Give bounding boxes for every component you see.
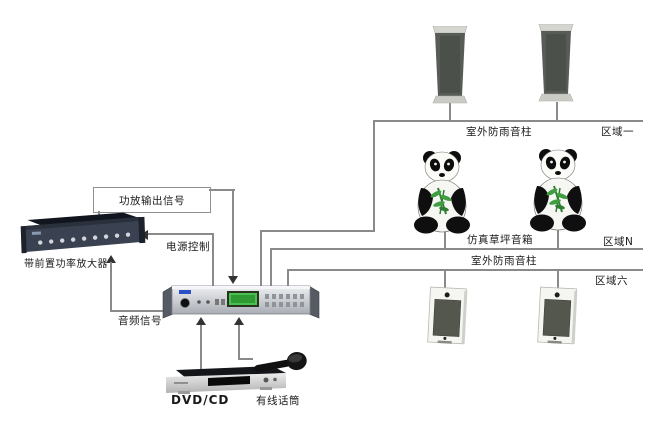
wire-segment (110, 262, 112, 312)
wire-segment (557, 269, 559, 289)
wire-segment (238, 325, 240, 360)
wire-segment (212, 233, 214, 286)
arrowhead-up-icon (234, 317, 244, 325)
wire-segment (373, 120, 375, 232)
wire-segment (556, 102, 558, 122)
wire-segment (270, 248, 272, 287)
column-speaker-top-label: 室外防雨音柱 (466, 126, 532, 138)
lawn-speaker-label: 仿真草坪音箱 (467, 234, 533, 246)
wire-bus-zone6 (287, 269, 643, 271)
panda-lawn-speaker (413, 148, 471, 238)
wired-microphone (250, 346, 312, 384)
wire-segment (444, 229, 446, 250)
wire-segment (110, 310, 168, 312)
wire-segment (260, 230, 262, 286)
audio-signal-label: 音频信号 (118, 315, 162, 327)
wire-segment (232, 189, 234, 277)
wire-segment (148, 233, 214, 235)
arrowhead-up-icon (106, 255, 116, 263)
amp-output-signal-label: 功放输出信号 (119, 194, 185, 207)
mic-label: 有线话筒 (256, 395, 300, 407)
wire-segment (209, 189, 235, 191)
wall-speaker (422, 285, 474, 353)
wire-bus-zone1 (373, 120, 643, 122)
wire-segment (449, 102, 451, 122)
zone-n-label: 区域N (603, 236, 634, 248)
arrowhead-down-icon (228, 276, 238, 284)
zone-one-label: 区域一 (601, 126, 634, 138)
arrowhead-up-icon (196, 317, 206, 325)
wire-bus-zoneN (270, 248, 643, 250)
wire-segment (238, 358, 253, 360)
column-speaker (535, 23, 577, 108)
column-speaker (429, 25, 471, 110)
power-control-label: 电源控制 (166, 241, 210, 253)
wire-segment (260, 230, 375, 232)
column-speaker-bottom-label: 室外防雨音柱 (471, 255, 537, 267)
dvd-label: DVD/CD (171, 393, 230, 407)
wire-segment (200, 325, 202, 369)
amplifier-label: 带前置功率放大器 (24, 259, 108, 270)
zone-six-label: 区域六 (595, 275, 628, 287)
amp-output-signal-box: 功放输出信号 (93, 187, 211, 213)
wire-segment (444, 269, 446, 289)
wire-segment (287, 269, 289, 287)
wire-segment (557, 227, 559, 250)
wall-speaker (532, 285, 584, 353)
power-amplifier (20, 210, 148, 264)
broadcast-controller (161, 282, 321, 324)
panda-lawn-speaker (529, 146, 587, 236)
